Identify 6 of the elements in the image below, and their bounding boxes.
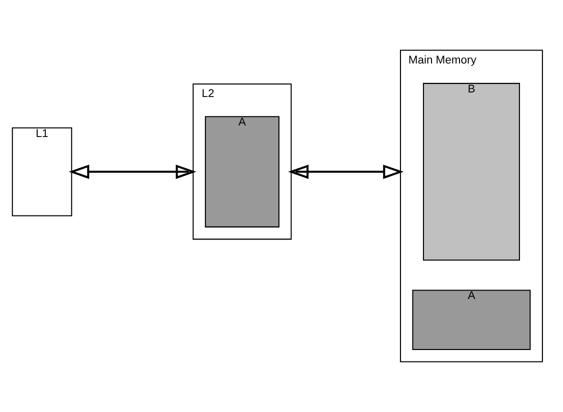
arrow (288, 164, 404, 179)
arrow (68, 164, 196, 179)
node-box: L1 (12, 127, 72, 216)
node-box: A (412, 290, 531, 350)
node-box: B (422, 82, 520, 261)
node-box: A (204, 116, 280, 228)
